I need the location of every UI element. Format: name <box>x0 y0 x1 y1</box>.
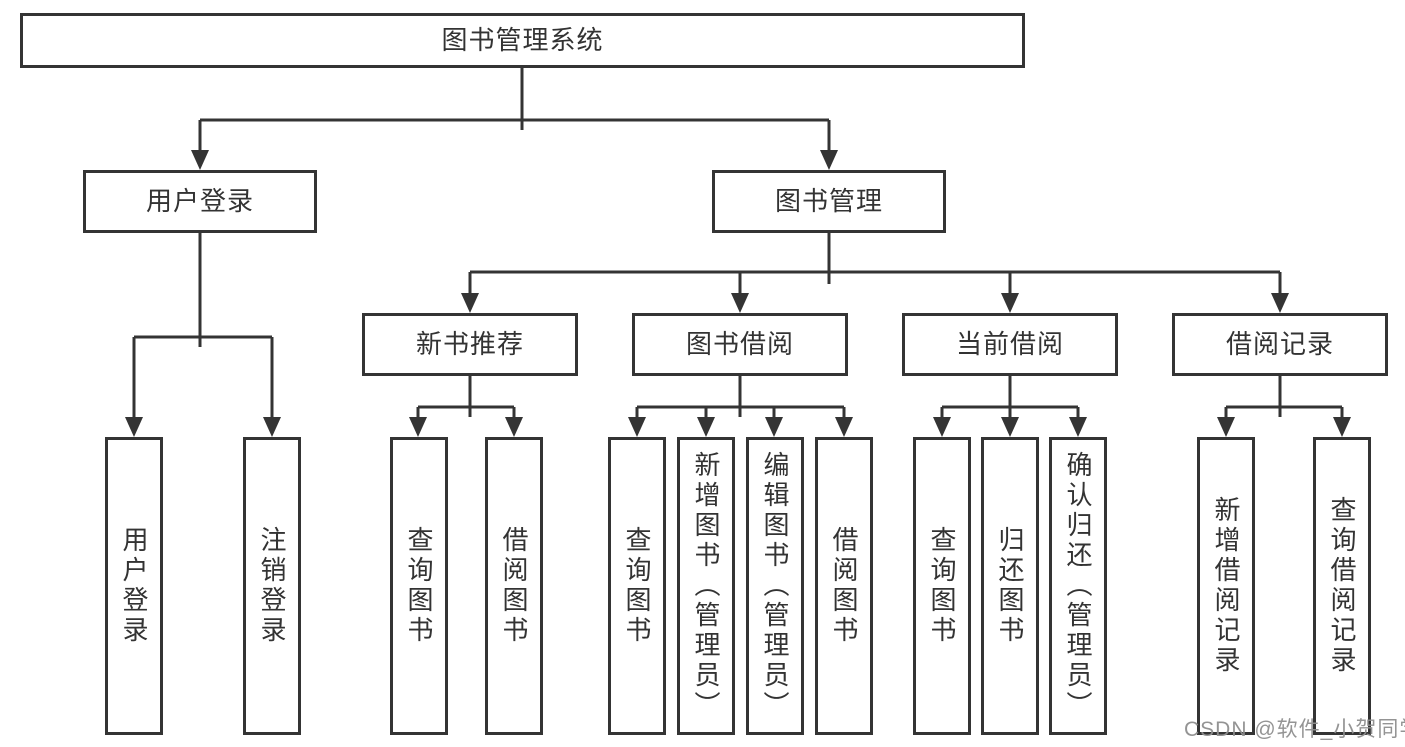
arrowhead <box>1001 293 1019 313</box>
node-borrow-record: 借阅记录 <box>1172 313 1388 376</box>
leaf-user-login: 用户登录 <box>105 437 163 735</box>
arrowhead <box>835 417 853 437</box>
connector-book-borrow-children <box>628 376 853 437</box>
arrowhead <box>191 150 209 170</box>
arrowhead <box>1001 417 1019 437</box>
arrowhead <box>1333 417 1351 437</box>
leaf-add-book-admin: 新增图书（管理员） <box>677 437 735 735</box>
arrowhead <box>263 417 281 437</box>
node-new-book-recommend: 新书推荐 <box>362 313 578 376</box>
leaf-add-borrow-record: 新增借阅记录 <box>1197 437 1255 735</box>
connector-book-management-children <box>461 233 1289 313</box>
node-current-borrow: 当前借阅 <box>902 313 1118 376</box>
arrowhead <box>1217 417 1235 437</box>
arrowhead <box>461 293 479 313</box>
leaf-query-books-current: 查询图书 <box>913 437 971 735</box>
connector-borrow-record-children <box>1217 376 1351 437</box>
leaf-query-books-recommend: 查询图书 <box>390 437 448 735</box>
arrowhead <box>1069 417 1087 437</box>
connector-current-borrow-children <box>933 376 1087 437</box>
leaf-return-book: 归还图书 <box>981 437 1039 735</box>
leaf-logout: 注销登录 <box>243 437 301 735</box>
node-user-login: 用户登录 <box>83 170 317 233</box>
node-root: 图书管理系统 <box>20 13 1025 68</box>
node-book-management: 图书管理 <box>712 170 946 233</box>
leaf-query-books-borrow: 查询图书 <box>608 437 666 735</box>
arrowhead <box>820 150 838 170</box>
arrowhead <box>765 417 783 437</box>
leaf-borrow-books: 借阅图书 <box>815 437 873 735</box>
leaf-edit-book-admin: 编辑图书（管理员） <box>746 437 804 735</box>
arrowhead <box>628 417 646 437</box>
watermark: CSDN @软件_小贺同学 <box>1184 718 1405 741</box>
arrowhead <box>505 417 523 437</box>
arrowhead <box>731 293 749 313</box>
arrowhead <box>697 417 715 437</box>
connector-user-login-children <box>125 233 281 437</box>
node-book-borrow: 图书借阅 <box>632 313 848 376</box>
arrowhead <box>933 417 951 437</box>
leaf-borrow-books-recommend: 借阅图书 <box>485 437 543 735</box>
arrowhead <box>125 417 143 437</box>
arrowhead <box>409 417 427 437</box>
connector-root-to-level2 <box>191 68 838 170</box>
leaf-confirm-return-admin: 确认归还（管理员） <box>1049 437 1107 735</box>
arrowhead <box>1271 293 1289 313</box>
connector-new-book-recommend-children <box>409 376 523 437</box>
leaf-query-borrow-record: 查询借阅记录 <box>1313 437 1371 735</box>
